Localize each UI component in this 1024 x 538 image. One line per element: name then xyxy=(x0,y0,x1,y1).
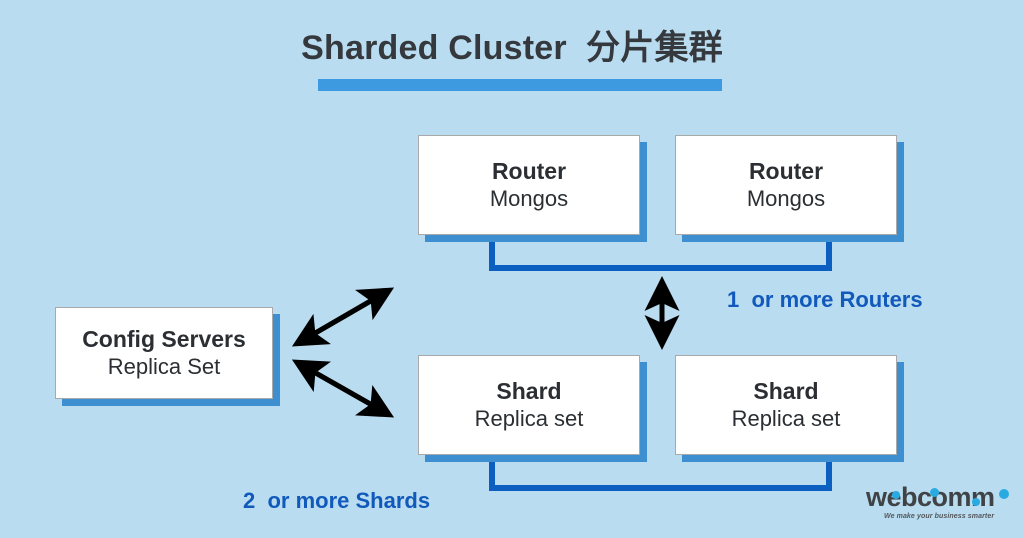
webcomm-logo: webcomm We make your business smarter xyxy=(866,484,1018,526)
router-bus-vertical-left xyxy=(489,235,495,271)
logo-dot-icon xyxy=(930,488,939,497)
callout-shards-count: 2 or more Shards xyxy=(243,488,431,513)
node-router-left[interactable]: Router Mongos xyxy=(418,135,640,235)
shard-bus-vertical-right xyxy=(826,455,832,491)
node-subtitle: Mongos xyxy=(746,185,826,211)
node-shard-left[interactable]: Shard Replica set xyxy=(418,355,640,455)
node-subtitle: Mongos xyxy=(489,185,569,211)
router-bus-horizontal xyxy=(489,265,832,271)
node-subtitle: Replica Set xyxy=(107,353,221,379)
logo-dot-icon xyxy=(892,491,900,499)
node-config-servers[interactable]: Config Servers Replica Set xyxy=(55,307,273,399)
arrow-config-to-routers xyxy=(291,287,395,347)
shard-bus-horizontal xyxy=(489,485,832,491)
title-underline-rule xyxy=(318,79,722,91)
callout-routers-count: 1 or more Routers xyxy=(727,287,923,312)
shard-bus-vertical-left xyxy=(489,455,495,491)
logo-dot-icon xyxy=(999,489,1009,499)
node-subtitle: Replica set xyxy=(731,405,841,431)
logo-wordmark: webcomm xyxy=(866,482,995,512)
page-title: Sharded Cluster 分片集群 xyxy=(301,29,723,67)
logo-dot-icon xyxy=(972,498,980,506)
node-title: Config Servers xyxy=(82,325,246,352)
node-title: Router xyxy=(491,157,567,184)
logo-tagline: We make your business smarter xyxy=(884,513,995,520)
arrow-config-to-shards xyxy=(291,359,395,418)
node-title: Router xyxy=(748,157,824,184)
node-title: Shard xyxy=(753,377,819,404)
double-arrow-config-links-icon: upper-right --> lower-right --> xyxy=(291,287,395,418)
router-bus-vertical-right xyxy=(826,235,832,271)
node-subtitle: Replica set xyxy=(474,405,584,431)
double-arrow-vertical-icon xyxy=(644,275,680,351)
node-title: Shard xyxy=(496,377,562,404)
node-router-right[interactable]: Router Mongos xyxy=(675,135,897,235)
node-shard-right[interactable]: Shard Replica set xyxy=(675,355,897,455)
